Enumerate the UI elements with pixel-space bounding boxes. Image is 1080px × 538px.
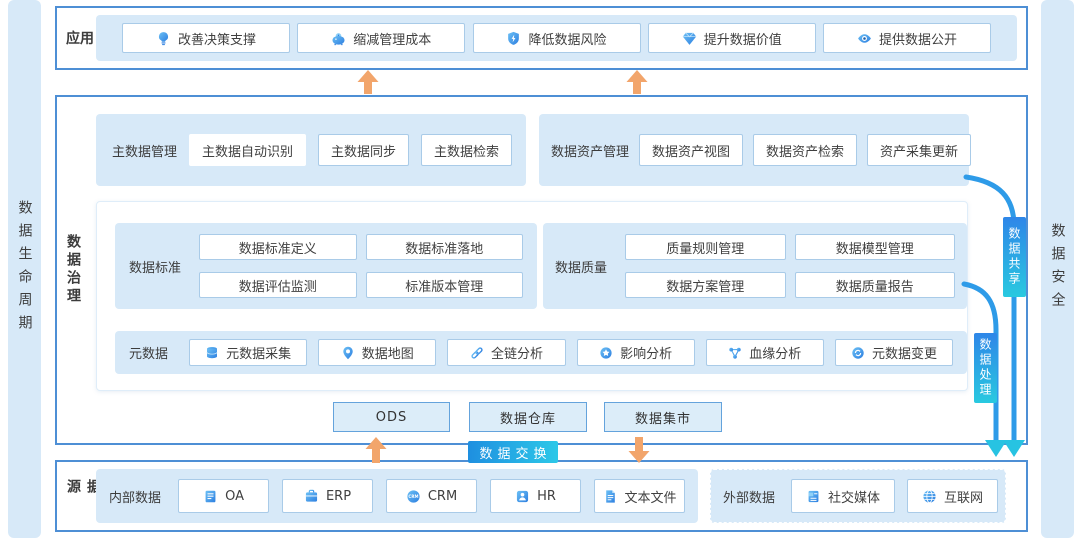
open-data-button[interactable]: 提供数据公开 bbox=[823, 23, 991, 53]
increase-value-label: 提升数据价值 bbox=[703, 32, 782, 48]
star-badge-icon bbox=[599, 346, 613, 360]
internal-data-label: 内部数据 bbox=[109, 490, 162, 506]
data-security-label: 数据安全 bbox=[1049, 223, 1066, 315]
text-file-icon bbox=[603, 489, 618, 504]
master-search-button[interactable]: 主数据检索 bbox=[421, 134, 513, 166]
internal-data-panel: 内部数据 OA ERP CRM CRM bbox=[96, 469, 698, 523]
erp-button[interactable]: ERP bbox=[282, 479, 374, 513]
svg-text:CRM: CRM bbox=[408, 494, 418, 499]
metadata-collect-button[interactable]: 元数据采集 bbox=[189, 339, 308, 366]
internet-button[interactable]: 互联网 bbox=[907, 479, 999, 513]
lineage-analysis-button[interactable]: 血缘分析 bbox=[705, 339, 824, 366]
data-process-tag: 数据处理 bbox=[974, 333, 997, 403]
improve-decision-label: 改善决策支撑 bbox=[177, 32, 256, 48]
metadata-panel: 元数据 元数据采集 数据地图 全链分析 bbox=[115, 331, 967, 374]
map-pin-icon bbox=[341, 346, 355, 360]
quality-plan-button[interactable]: 数据方案管理 bbox=[625, 272, 786, 298]
data-model-button[interactable]: 数据模型管理 bbox=[794, 234, 955, 260]
reduce-risk-button[interactable]: 降低数据风险 bbox=[472, 23, 641, 53]
sidebar-data-security: 数据安全 bbox=[1041, 0, 1074, 538]
standard-landing-button[interactable]: 数据标准落地 bbox=[365, 234, 523, 260]
data-share-tag: 数据共享 bbox=[1003, 217, 1026, 297]
master-auto-identify-button[interactable]: 主数据自动识别 bbox=[189, 134, 307, 166]
diamond-icon bbox=[682, 31, 697, 46]
social-media-button[interactable]: 社交媒体 bbox=[791, 479, 896, 513]
data-quality-label: 数据质量 bbox=[555, 260, 608, 276]
bulb-icon bbox=[156, 31, 171, 46]
erp-box-icon bbox=[304, 489, 319, 504]
database-icon bbox=[205, 346, 219, 360]
quality-rules-button[interactable]: 质量规则管理 bbox=[625, 234, 786, 260]
reduce-cost-label: 缩减管理成本 bbox=[353, 32, 432, 48]
standard-evaluate-button[interactable]: 数据评估监测 bbox=[199, 272, 357, 298]
eye-icon bbox=[857, 31, 872, 46]
open-data-label: 提供数据公开 bbox=[878, 32, 957, 48]
link-icon bbox=[470, 346, 484, 360]
full-chain-analysis-button[interactable]: 全链分析 bbox=[447, 339, 566, 366]
governance-card: 数据标准 数据标准定义 数据标准落地 数据评估监测 标准版本管理 bbox=[96, 201, 968, 391]
data-exchange-tag: 数据交换 bbox=[468, 441, 558, 463]
asset-search-button[interactable]: 数据资产检索 bbox=[753, 134, 858, 166]
data-standard-panel: 数据标准 数据标准定义 数据标准落地 数据评估监测 标准版本管理 bbox=[115, 223, 537, 309]
impact-analysis-button[interactable]: 影响分析 bbox=[576, 339, 695, 366]
crm-badge-icon: CRM bbox=[406, 489, 421, 504]
piggy-bank-icon bbox=[331, 31, 346, 46]
data-lifecycle-label: 数据生命周期 bbox=[16, 200, 33, 338]
data-governance-label: 数据治理 bbox=[65, 234, 81, 306]
shield-icon bbox=[506, 31, 521, 46]
quality-report-button[interactable]: 数据质量报告 bbox=[794, 272, 955, 298]
reduce-cost-button[interactable]: 缩减管理成本 bbox=[297, 23, 466, 53]
orange-up-arrow-app-left bbox=[357, 70, 379, 94]
data-asset-label: 数据资产管理 bbox=[551, 144, 630, 160]
orange-up-arrow-app-right bbox=[626, 70, 648, 94]
sidebar-data-lifecycle: 数据生命周期 bbox=[8, 0, 41, 538]
oa-doc-icon bbox=[203, 489, 218, 504]
standard-version-button[interactable]: 标准版本管理 bbox=[365, 272, 523, 298]
master-sync-button[interactable]: 主数据同步 bbox=[318, 134, 410, 166]
crm-button[interactable]: CRM CRM bbox=[386, 479, 478, 513]
data-mart-box[interactable]: 数据集市 bbox=[604, 402, 722, 432]
master-data-label: 主数据管理 bbox=[112, 144, 178, 160]
globe-icon bbox=[922, 489, 937, 504]
text-file-button[interactable]: 文本文件 bbox=[594, 479, 686, 513]
branch-icon bbox=[728, 346, 742, 360]
metadata-change-button[interactable]: 元数据变更 bbox=[834, 339, 954, 366]
application-layer-section: 应用 改善决策支撑 缩减管理成本 降低数据风险 bbox=[55, 6, 1028, 70]
asset-collect-update-button[interactable]: 资产采集更新 bbox=[867, 134, 972, 166]
ods-box[interactable]: ODS bbox=[333, 402, 450, 432]
data-source-section: 数据源 内部数据 OA ERP CRM CRM bbox=[55, 460, 1028, 532]
data-asset-panel: 数据资产管理 数据资产视图 数据资产检索 资产采集更新 bbox=[539, 114, 972, 186]
refresh-circle-icon bbox=[851, 346, 865, 360]
asset-view-button[interactable]: 数据资产视图 bbox=[639, 134, 744, 166]
standard-define-button[interactable]: 数据标准定义 bbox=[199, 234, 357, 260]
oa-button[interactable]: OA bbox=[178, 479, 270, 513]
metadata-label: 元数据 bbox=[129, 347, 169, 362]
data-quality-panel: 数据质量 质量规则管理 数据模型管理 数据方案管理 数据质量报告 bbox=[543, 223, 967, 309]
data-governance-section: 数据治理 主数据管理 主数据自动识别 主数据同步 主数据检索 数据资产管理 数据… bbox=[55, 95, 1028, 445]
increase-value-button[interactable]: 提升数据价值 bbox=[647, 23, 816, 53]
data-warehouse-box[interactable]: 数据仓库 bbox=[469, 402, 587, 432]
improve-decision-button[interactable]: 改善决策支撑 bbox=[122, 23, 290, 53]
reduce-risk-label: 降低数据风险 bbox=[528, 32, 607, 48]
hr-button[interactable]: HR bbox=[490, 479, 582, 513]
social-media-icon bbox=[806, 489, 821, 504]
application-layer-label: 应用 bbox=[66, 31, 94, 47]
data-map-button[interactable]: 数据地图 bbox=[318, 339, 437, 366]
master-data-panel: 主数据管理 主数据自动识别 主数据同步 主数据检索 bbox=[96, 114, 526, 186]
external-data-label: 外部数据 bbox=[723, 490, 776, 506]
external-data-panel: 外部数据 社交媒体 互联网 bbox=[710, 469, 1006, 523]
hr-person-icon bbox=[515, 489, 530, 504]
data-standard-label: 数据标准 bbox=[129, 260, 182, 276]
application-buttons-panel: 改善决策支撑 缩减管理成本 降低数据风险 提升数据价值 bbox=[96, 15, 1017, 61]
